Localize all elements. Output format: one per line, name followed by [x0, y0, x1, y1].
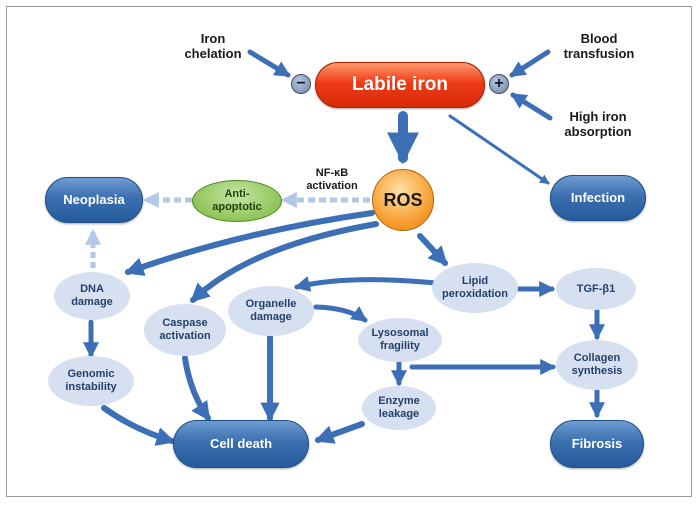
node-caspase-activation: Caspase activation [144, 304, 226, 356]
arrow-organelle-to-lysosomal [313, 304, 368, 323]
node-collagen-synthesis: Collagen synthesis [556, 340, 638, 390]
arrow-ros-to-dna-damage [124, 210, 375, 276]
node-organelle-damage: Organelle damage [228, 286, 314, 336]
node-tgf-b1: TGF-β1 [556, 268, 636, 310]
arrow-enzyme-to-cell-death [314, 421, 365, 444]
arrow-lipid-to-organelle [293, 276, 448, 292]
arrow-ros-to-lipid [417, 233, 448, 266]
arrow-transfusion-to-labile-iron [509, 49, 551, 78]
plus-icon: + [489, 74, 509, 94]
label-iron-chelation: Iron chelation [184, 31, 242, 61]
node-dna-damage: DNA damage [54, 272, 130, 320]
label-high-iron-absorption: High iron absorption [564, 109, 632, 139]
arrow-caspase-to-cell-death [182, 355, 211, 422]
node-labile-iron: Labile iron [315, 62, 485, 108]
node-cell-death: Cell death [173, 420, 309, 468]
node-anti-apoptotic: Anti- apoptotic [192, 180, 282, 222]
node-infection: Infection [550, 175, 646, 221]
label-blood-transfusion: Blood transfusion [563, 31, 635, 61]
label-nfkb-activation: NF-κB activation [306, 167, 358, 192]
node-genomic-instability: Genomic instability [48, 356, 134, 406]
node-fibrosis: Fibrosis [550, 420, 644, 468]
arrow-absorption-to-labile-iron [510, 92, 553, 121]
minus-icon: − [291, 74, 311, 94]
node-enzyme-leakage: Enzyme leakage [362, 386, 436, 430]
node-neoplasia: Neoplasia [45, 177, 143, 223]
node-lysosomal-fragility: Lysosomal fragility [358, 318, 442, 362]
arrow-genomic-to-cell-death [101, 405, 176, 446]
node-ros: ROS [372, 169, 434, 231]
node-lipid-peroxidation: Lipid peroxidation [432, 263, 518, 313]
arrow-ros-to-caspase [190, 221, 379, 303]
arrow-labile-iron-to-infection [448, 114, 550, 185]
arrow-chelation-to-labile-iron [247, 49, 291, 78]
